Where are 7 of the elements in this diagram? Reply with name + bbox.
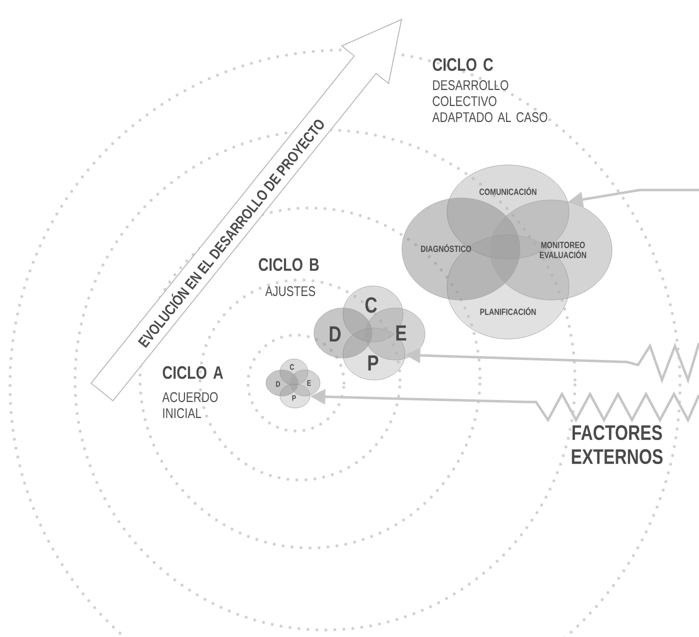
cycle-heading: CICLO C	[432, 58, 493, 71]
cycle-subtitle: ACUERDO INICIAL	[162, 392, 218, 418]
cycle-subtitle: AJUSTES	[265, 286, 316, 296]
cycle-heading: CICLO A	[162, 366, 224, 379]
cycle-heading: CICLO B	[258, 258, 319, 271]
factor-label: FACTORES EXTERNOS	[572, 425, 663, 464]
cycle-subtitle: DESARROLLO COLECTIVO ADAPTADO AL CASO	[432, 80, 548, 122]
